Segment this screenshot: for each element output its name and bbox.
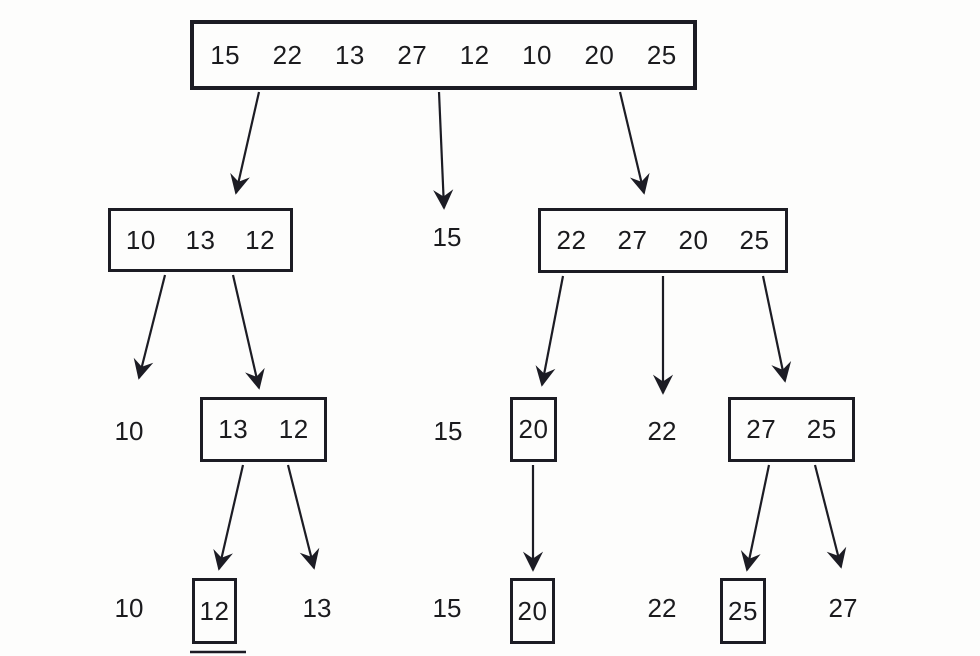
array-value: 13 (334, 39, 365, 70)
arrow-root-to-right-partition (618, 91, 650, 195)
arrow-27-25-to-box-25 (740, 464, 771, 572)
array-value: 12 (459, 39, 490, 70)
array-value: 22 (556, 225, 587, 255)
array-value: 13 (185, 224, 216, 255)
root-array-box: 15 22 13 27 12 10 20 25 (190, 20, 697, 90)
sorted-value-27: 27 (828, 593, 858, 623)
array-value: 25 (739, 225, 770, 255)
sorted-value-15-bottom: 15 (432, 593, 462, 623)
partition-box-20: 20 (510, 397, 557, 462)
arrow-right-to-box-20 (535, 275, 565, 387)
arrow-left-to-box-13-12 (231, 274, 265, 390)
partition-box-22-27-20-25: 22 27 20 25 (538, 208, 788, 273)
pivot-value-15: 15 (432, 222, 462, 252)
array-value: 10 (522, 39, 553, 70)
arrow-13-12-to-value-13 (286, 464, 320, 570)
sorted-value-22-bottom: 22 (647, 593, 677, 623)
arrow-root-to-left-partition (230, 91, 261, 195)
partition-box-10-13-12: 10 13 12 (108, 208, 293, 272)
partition-box-12: 12 (192, 578, 237, 644)
array-value: 12 (199, 595, 230, 626)
array-value: 20 (517, 595, 548, 626)
array-value: 22 (272, 39, 303, 70)
array-value: 27 (617, 225, 648, 255)
arrow-right-to-box-27-25 (761, 275, 792, 383)
array-value: 13 (218, 414, 249, 444)
arrow-left-to-value-10 (133, 274, 167, 380)
pivot-value-22: 22 (647, 416, 677, 446)
partition-box-20-bottom: 20 (510, 578, 555, 644)
array-value: 12 (245, 224, 276, 255)
array-value: 12 (278, 414, 309, 444)
array-value: 27 (746, 414, 777, 444)
array-value: 20 (584, 39, 615, 70)
array-value: 25 (806, 414, 837, 444)
array-value: 20 (518, 414, 549, 444)
partition-box-27-25: 27 25 (728, 397, 855, 462)
array-value: 25 (646, 39, 677, 70)
sorted-value-13: 13 (302, 593, 332, 623)
partition-box-13-12: 13 12 (200, 397, 327, 462)
sorted-value-10: 10 (114, 416, 144, 446)
arrow-13-12-to-box-12 (213, 464, 245, 571)
array-value: 10 (125, 224, 156, 255)
array-value: 25 (728, 595, 758, 626)
sorted-value-15: 15 (433, 416, 463, 446)
array-value: 27 (397, 39, 428, 70)
sorted-value-10-bottom: 10 (114, 593, 144, 623)
array-value: 15 (210, 39, 241, 70)
array-value: 20 (678, 225, 709, 255)
arrow-root-to-pivot-15 (433, 91, 454, 210)
arrow-27-25-to-value-27 (813, 464, 847, 569)
partition-box-25: 25 (720, 578, 766, 644)
